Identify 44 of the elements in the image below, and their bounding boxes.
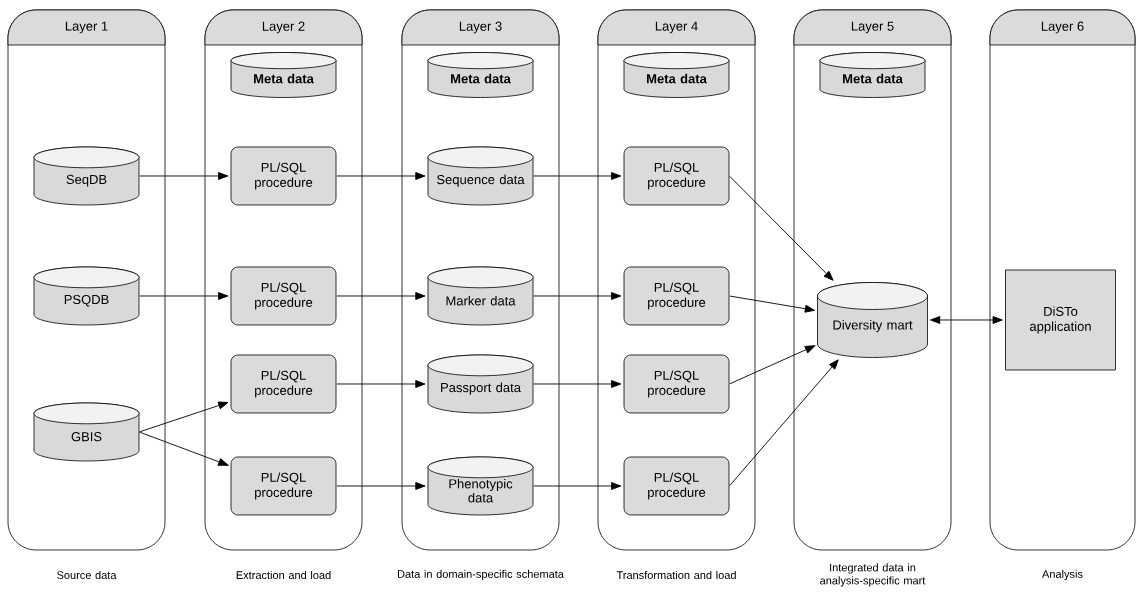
arrow (336, 482, 426, 490)
arrow (139, 401, 229, 433)
arrow (533, 172, 622, 180)
arrow (533, 380, 622, 388)
database-cylinder: Marker data (427, 266, 534, 326)
arrow (139, 431, 229, 466)
layer-caption: Integrated data in analysis-specific mart (820, 563, 926, 587)
database-cylinder: SeqDB (33, 146, 140, 206)
database-cylinder: Meta data (819, 52, 926, 98)
layer-caption: Data in domain-specific schemata (397, 569, 564, 581)
layer-caption: Extraction and load (236, 570, 331, 580)
database-cylinder: Meta data (623, 52, 730, 98)
database-cylinder: Meta data (427, 52, 534, 98)
procedure-box: PL/SQL procedure (230, 146, 337, 206)
layer-caption: Transformation and load (616, 570, 736, 580)
arrow (139, 172, 229, 180)
arrow (336, 380, 426, 388)
database-cylinder: PSQDB (33, 266, 140, 326)
database-cylinder: Phenotypic data (427, 456, 534, 516)
application-box: DiSTo application (1005, 269, 1116, 371)
procedure-box: PL/SQL procedure (230, 456, 337, 516)
layer-caption: Analysis (1042, 569, 1083, 581)
procedure-box: PL/SQL procedure (230, 354, 337, 414)
database-cylinder: Passport data (427, 354, 534, 414)
database-cylinder: Diversity mart (817, 282, 928, 358)
arrow (139, 292, 229, 300)
arrow (729, 345, 816, 385)
arrow (729, 359, 839, 487)
arrow (336, 172, 426, 180)
arrow (336, 292, 426, 300)
database-cylinder: Sequence data (427, 146, 534, 206)
procedure-box: PL/SQL procedure (230, 266, 337, 326)
arrow (729, 295, 815, 313)
procedure-box: PL/SQL procedure (623, 456, 730, 516)
layer-caption: Source data (57, 570, 117, 580)
database-cylinder: Meta data (230, 52, 337, 98)
arrow (533, 292, 622, 300)
database-cylinder: GBIS (33, 402, 140, 462)
arrow (533, 482, 622, 490)
procedure-box: PL/SQL procedure (623, 354, 730, 414)
arrow (930, 316, 1003, 324)
procedure-box: PL/SQL procedure (623, 266, 730, 326)
procedure-box: PL/SQL procedure (623, 146, 730, 206)
arrow (729, 175, 834, 281)
